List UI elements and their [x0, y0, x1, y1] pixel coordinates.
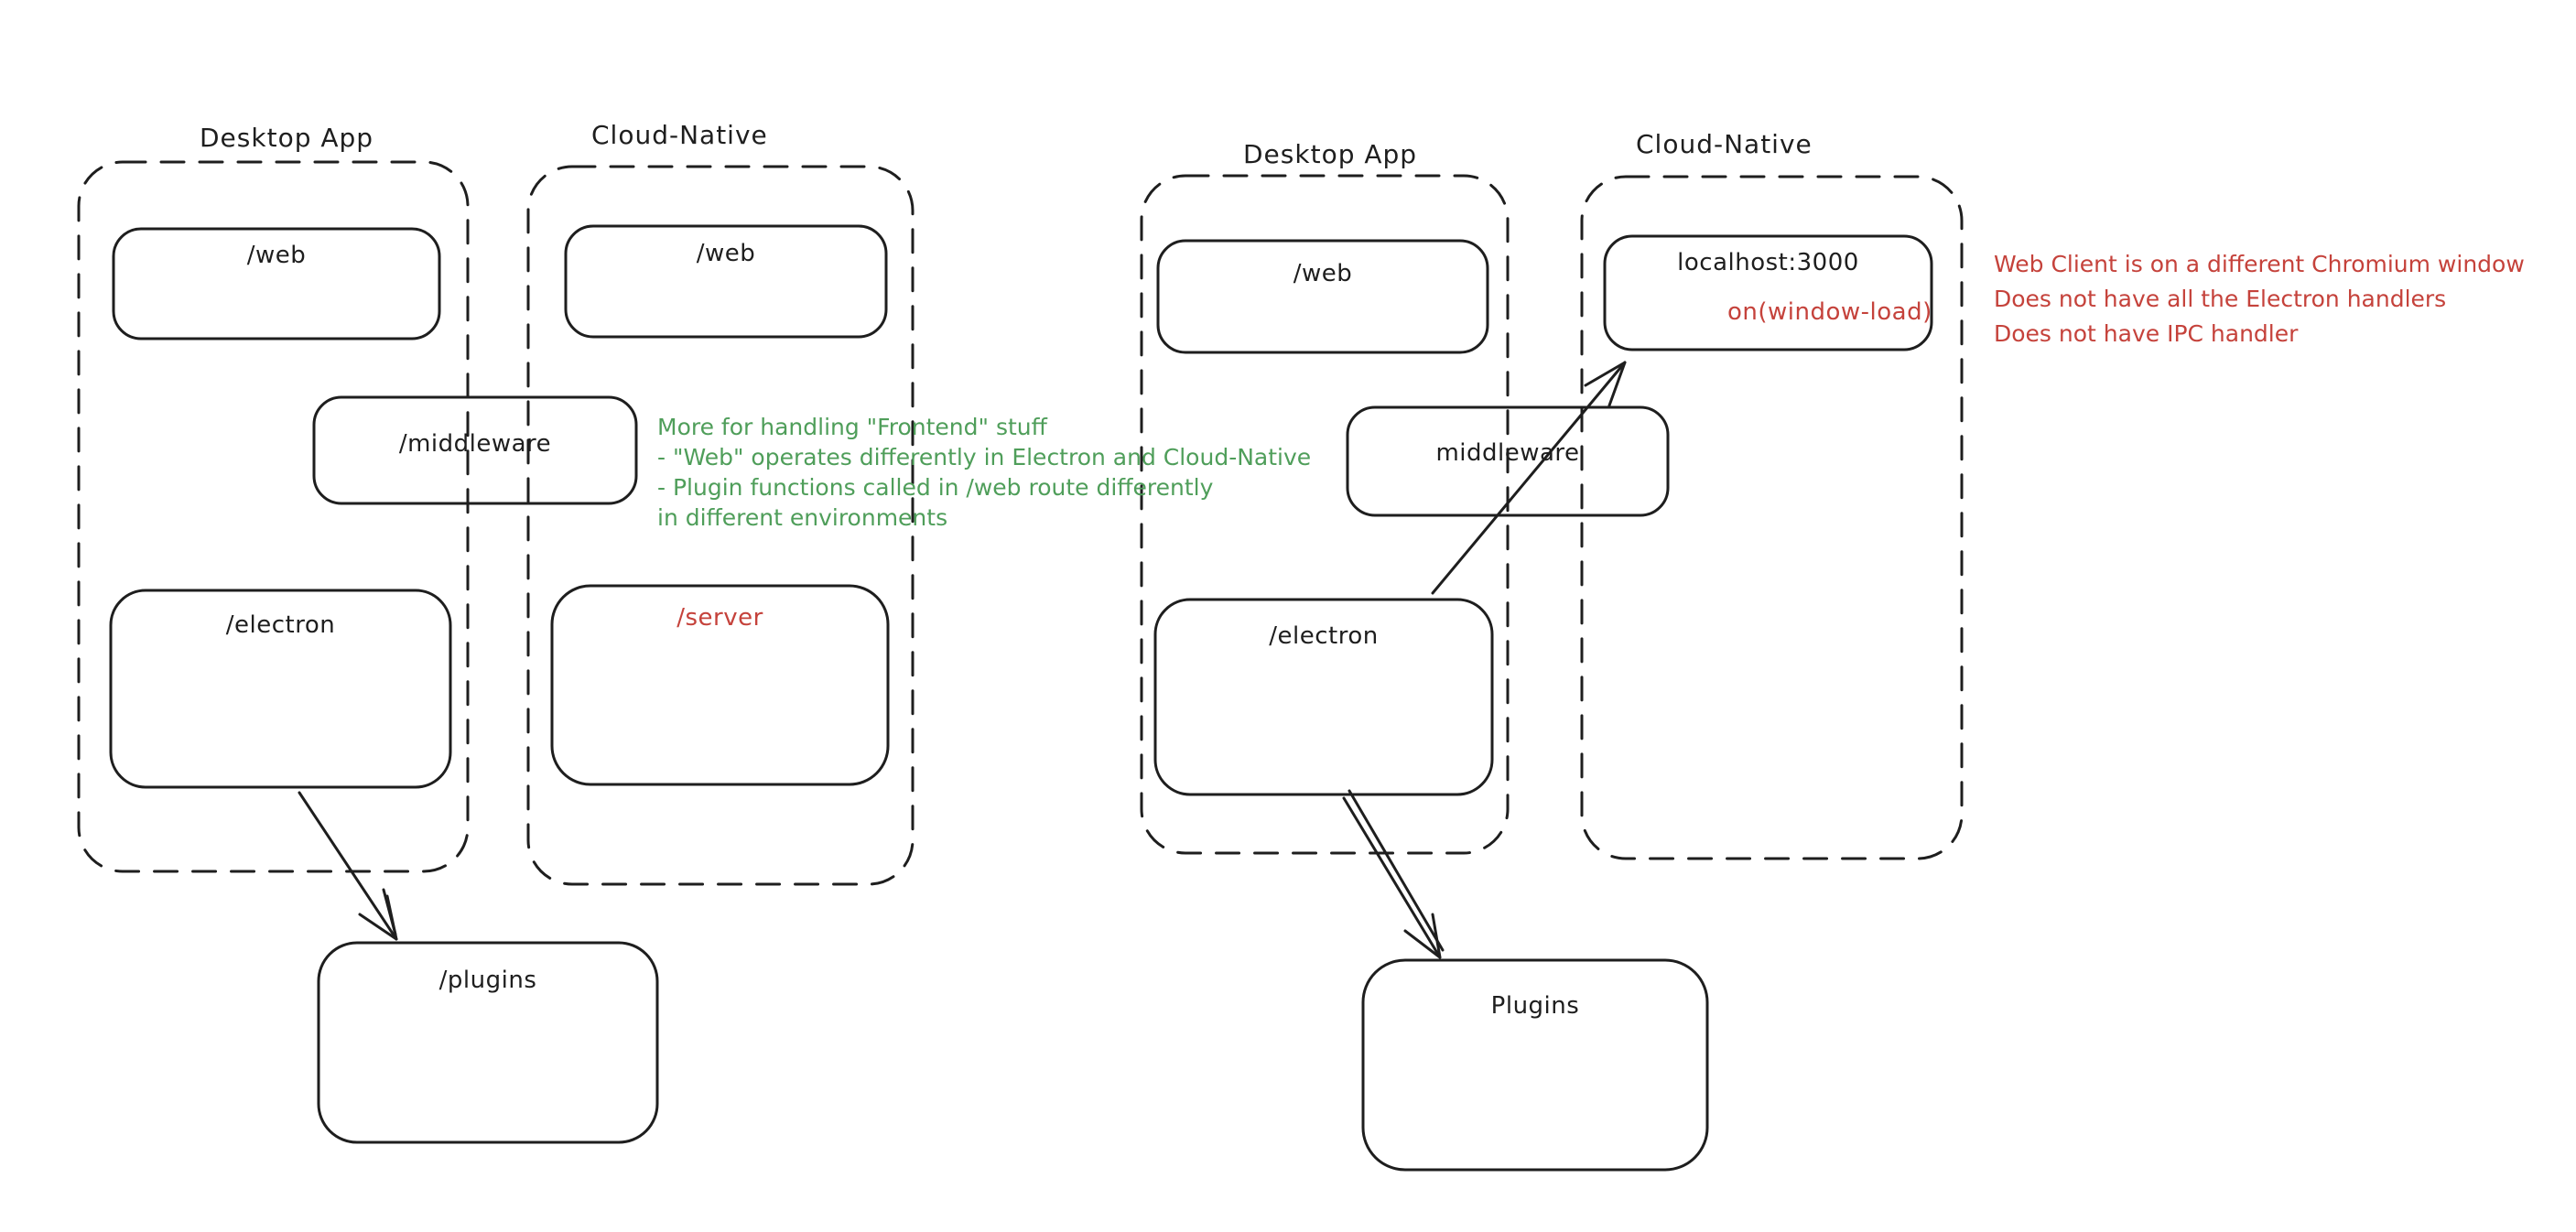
left-middleware-box [312, 395, 638, 505]
right-cloud-container [1580, 175, 1964, 860]
left-annotation-line: - "Web" operates differently in Electron… [657, 444, 1312, 470]
arrow-right-electron-to-plugins-head [1403, 913, 1442, 959]
left-cloud-container [526, 165, 915, 886]
right-localhost-label: localhost:3000 [1677, 249, 1859, 276]
left-plugins-box [317, 941, 659, 1144]
left-web-cloud-box [564, 224, 888, 339]
right-desktop-container [1140, 174, 1510, 855]
right-annotation-line: Does not have IPC handler [1994, 320, 2299, 347]
right-electron-label: /electron [1269, 622, 1379, 650]
right-web-box [1156, 239, 1489, 354]
left-annotation: More for handling "Frontend" stuff - "We… [657, 412, 1311, 533]
left-desktop-label: Desktop App [200, 123, 374, 153]
right-plugins-box [1361, 958, 1709, 1172]
arrow-right-electron-to-localhost [1431, 361, 1627, 595]
right-cloud-label: Cloud-Native [1636, 129, 1813, 159]
left-server-label: /server [676, 604, 763, 632]
left-desktop-container [77, 160, 470, 873]
right-annotation: Web Client is on a different Chromium wi… [1994, 247, 2525, 351]
right-window-load-label: on(window-load) [1727, 298, 1932, 326]
right-desktop-label: Desktop App [1243, 139, 1418, 169]
arrow-right-electron-to-plugins [1342, 796, 1442, 959]
right-middleware-label: middleware [1435, 439, 1580, 467]
left-cloud-label: Cloud-Native [591, 120, 768, 150]
arrow-right-electron-to-localhost-head [1584, 361, 1627, 407]
left-electron-box [109, 589, 452, 789]
left-web-desktop-label: /web [246, 242, 307, 269]
left-annotation-line: - Plugin functions called in /web route … [657, 474, 1214, 501]
right-web-label: /web [1293, 260, 1353, 287]
left-web-desktop-box [112, 227, 441, 340]
arrow-left-electron-to-plugins-restroke [382, 888, 397, 936]
right-plugins-label: Plugins [1490, 992, 1580, 1020]
right-annotation-line: Web Client is on a different Chromium wi… [1994, 251, 2525, 277]
right-annotation-line: Does not have all the Electron handlers [1994, 286, 2447, 312]
left-annotation-line: in different environments [657, 504, 948, 531]
left-web-cloud-label: /web [696, 240, 756, 267]
left-server-box [550, 584, 890, 786]
right-middleware-box [1346, 405, 1670, 517]
left-annotation-line: More for handling "Frontend" stuff [657, 414, 1047, 440]
right-localhost-box [1603, 234, 1933, 351]
left-plugins-label: /plugins [438, 967, 537, 994]
right-electron-box [1153, 598, 1494, 796]
left-electron-label: /electron [225, 611, 336, 639]
left-middleware-label: /middleware [398, 430, 552, 458]
arrow-right-electron-to-plugins-restroke [1348, 789, 1445, 952]
arrow-left-electron-to-plugins [298, 791, 398, 941]
